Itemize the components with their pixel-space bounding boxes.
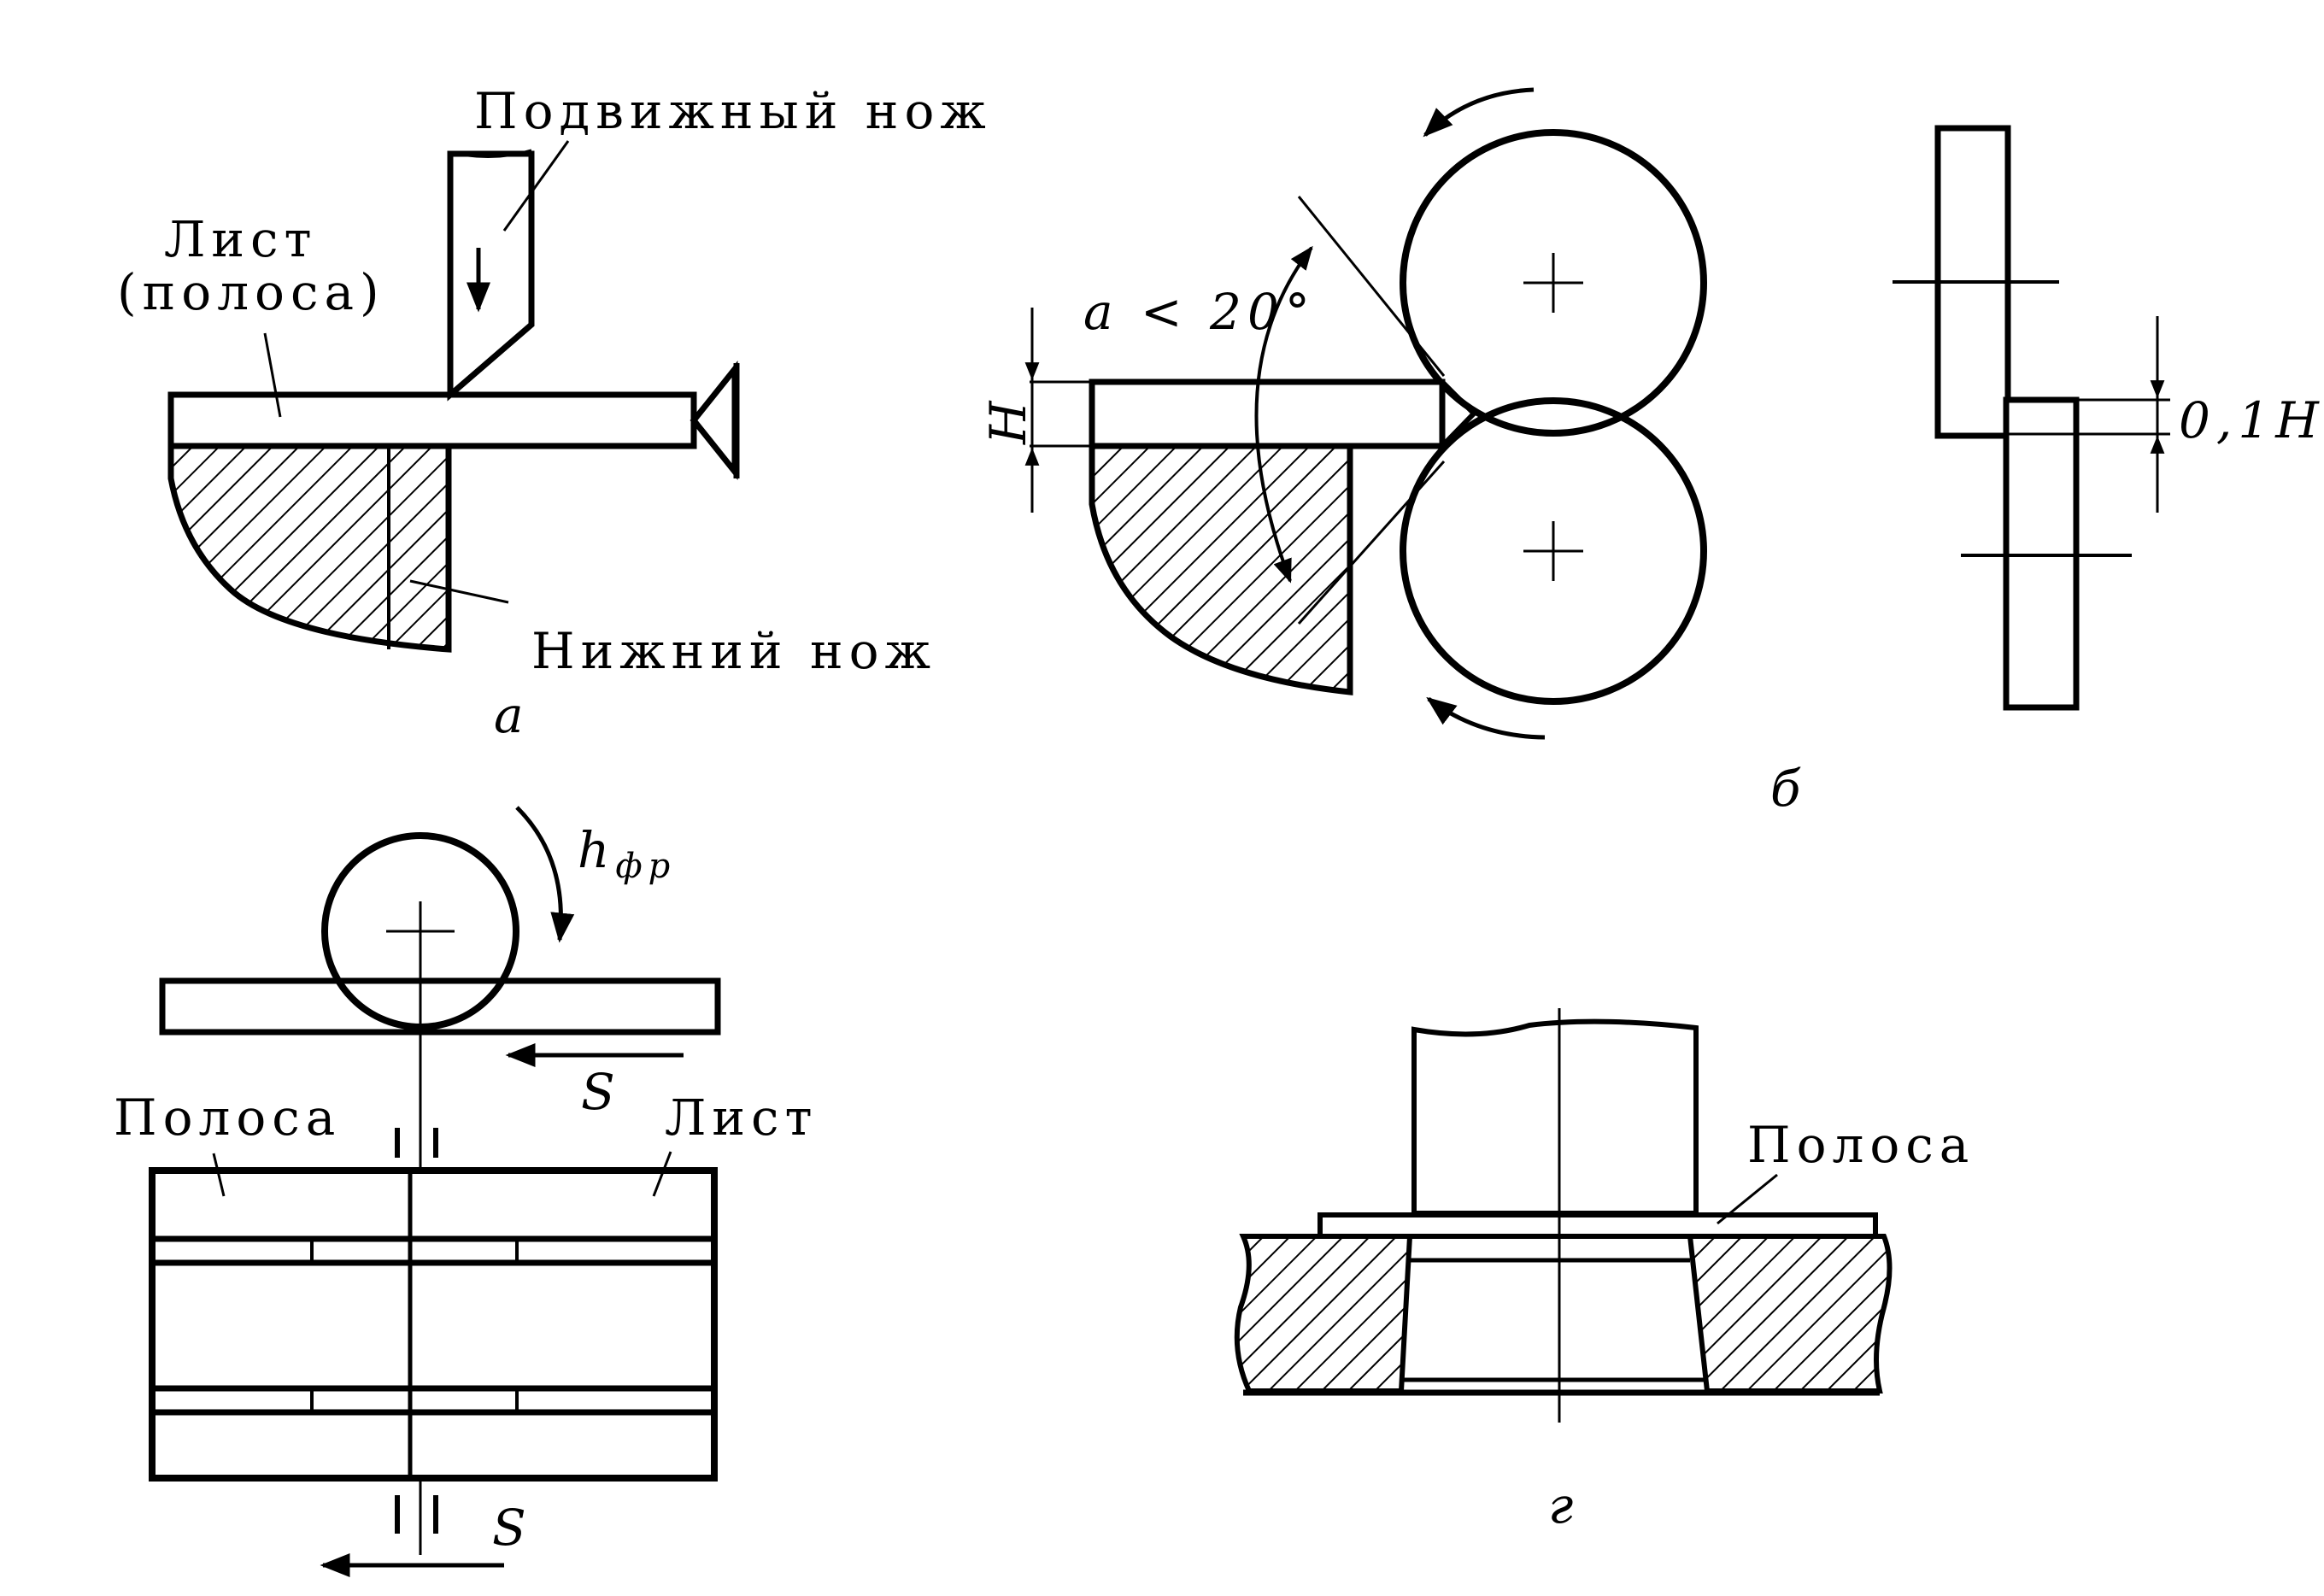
- caption-a: а: [494, 686, 530, 744]
- caption-b: б: [1770, 760, 1806, 818]
- label-moving-knife: Подвижный нож: [474, 82, 992, 140]
- panel-b: H a < 20° 0,1H б: [979, 87, 2324, 818]
- label-sheet-c: Лист: [665, 1088, 819, 1147]
- sheet-strip: [167, 391, 697, 449]
- caption-d: г: [1548, 1476, 1579, 1534]
- die-right: [1687, 1234, 1893, 1394]
- label-gap: 0,1H: [2179, 391, 2324, 449]
- label-feed-s-top: S: [581, 1063, 621, 1121]
- panel-a: Подвижный нож Лист (полоса) Нижний нож а: [117, 82, 992, 744]
- rotation-arrow-top: [1423, 87, 1535, 138]
- label-sheet-line2: (полоса): [117, 263, 385, 321]
- moving-knife: [447, 150, 535, 402]
- label-feed-h: hфр: [578, 821, 676, 886]
- sheet-plan: [149, 1167, 718, 1482]
- lower-knife-b: [1089, 443, 1353, 695]
- cutter-rotation-arrow: [515, 806, 575, 943]
- strip-d: [1318, 1212, 1878, 1239]
- panel-d: Полоса г: [1234, 1008, 1975, 1534]
- lower-roll: [1400, 397, 1707, 705]
- label-feed-s-bottom: S: [492, 1499, 532, 1557]
- label-lower-knife: Нижний нож: [531, 622, 936, 680]
- upper-roll: [1400, 129, 1707, 437]
- label-sheet-line1: Лист: [164, 210, 318, 268]
- angle-arc: [1254, 245, 1313, 584]
- punch: [1411, 1018, 1699, 1216]
- label-angle: a < 20°: [1083, 283, 1316, 341]
- sheet-support-icon: [690, 361, 738, 480]
- rotation-arrow-bottom: [1426, 696, 1546, 740]
- die-left: [1234, 1234, 1413, 1394]
- panel-c: hфр S Полоса Лист S: [114, 806, 819, 1577]
- label-thickness-h: H: [979, 395, 1037, 445]
- sheet-b: [1089, 378, 1446, 449]
- lower-knife-body: [167, 443, 452, 653]
- label-strip-d: Полоса: [1747, 1116, 1975, 1174]
- label-strip-c: Полоса: [114, 1088, 341, 1147]
